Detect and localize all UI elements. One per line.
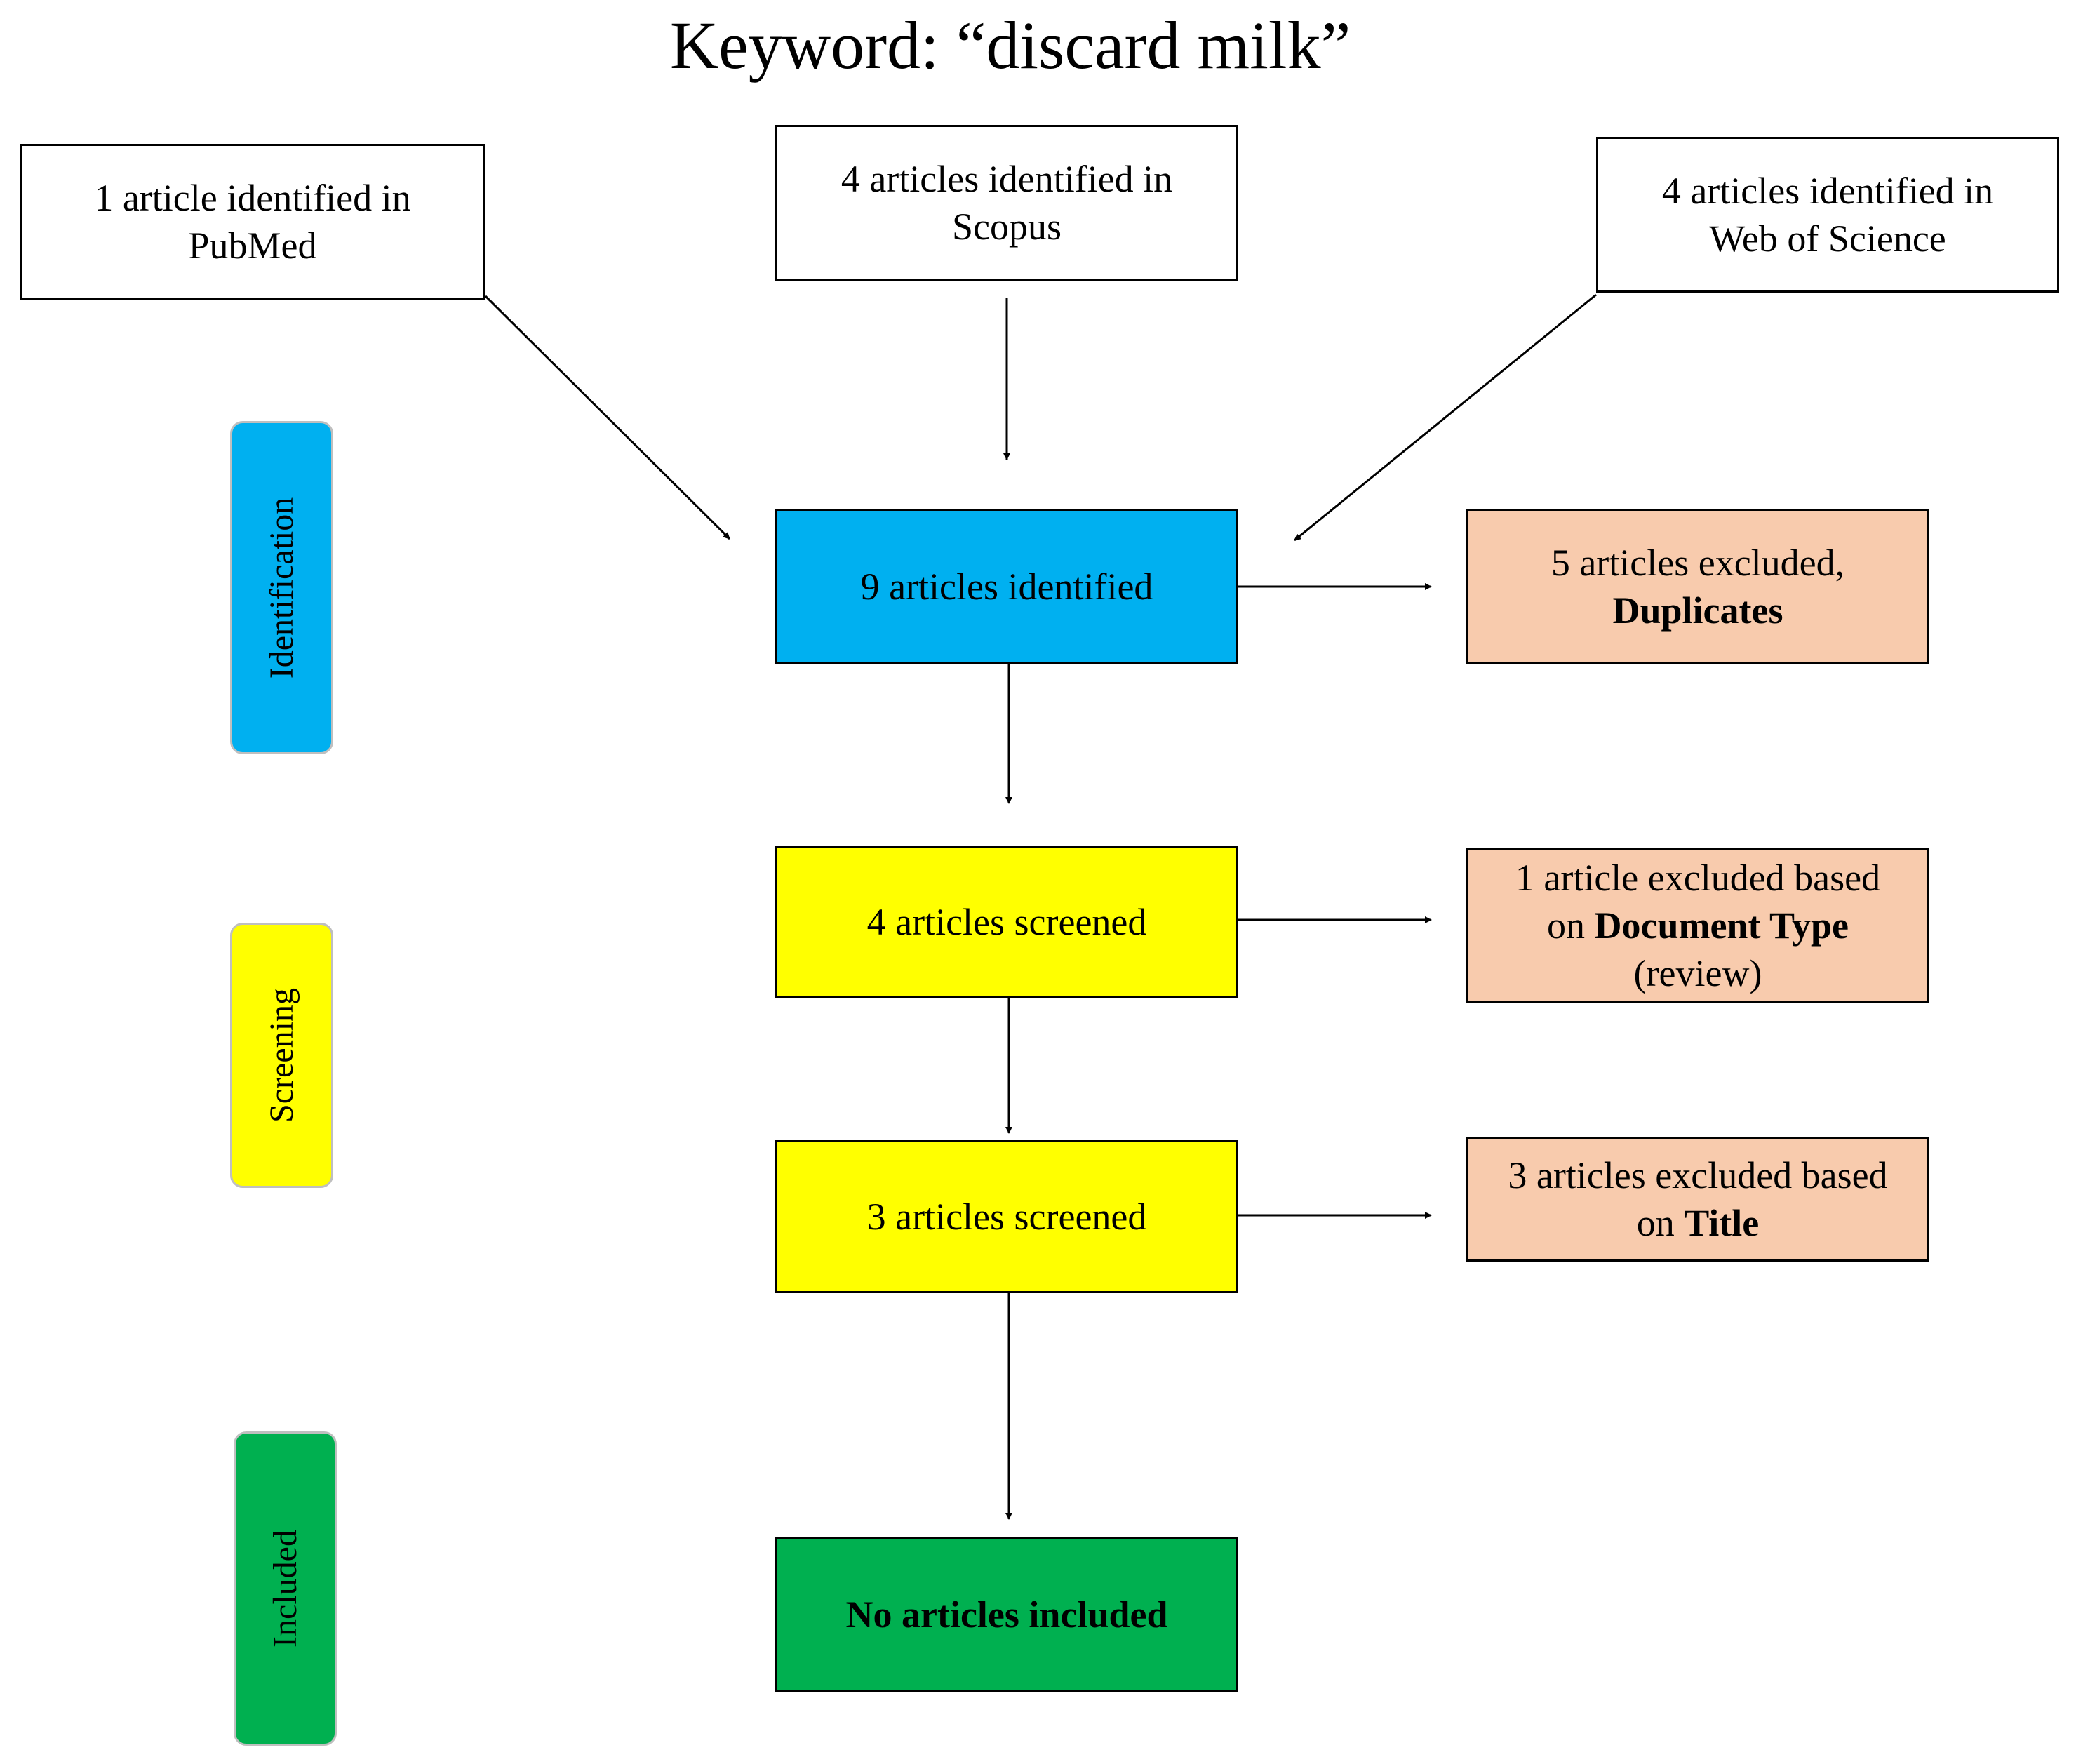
included-label: No articles included <box>845 1593 1168 1636</box>
wos-line-1: 4 articles identified in <box>1661 170 1994 212</box>
excluded-title-box: 3 articles excluded based on Title <box>1466 1137 1929 1262</box>
screened-2-label: 3 articles screened <box>866 1196 1147 1238</box>
scopus-line-1: 4 articles identified in <box>841 158 1173 200</box>
doctype-bold: Document Type <box>1594 904 1849 947</box>
doctype-line-1: 1 article excluded based <box>1515 857 1881 899</box>
pubmed-line-1: 1 article identified in <box>94 177 411 219</box>
arrow-pubmed-to-identified <box>484 295 731 540</box>
screened-box-2: 3 articles screened <box>775 1140 1238 1293</box>
duplicates-bold: Duplicates <box>1612 589 1783 632</box>
title-excl-bold: Title <box>1684 1202 1760 1244</box>
stage-identification: Identification <box>230 421 333 754</box>
doctype-line-3: (review) <box>1633 952 1762 994</box>
identified-box: 9 articles identified <box>775 509 1238 664</box>
included-box: No articles included <box>775 1537 1238 1692</box>
title-excl-pre: on <box>1636 1202 1685 1244</box>
excluded-document-type-box: 1 article excluded based on Document Typ… <box>1466 848 1929 1003</box>
pubmed-source-box: 1 article identified in PubMed <box>20 144 485 300</box>
arrow-wos-to-identified <box>1294 293 1597 542</box>
stage-included: Included <box>234 1431 337 1746</box>
page-title: Keyword: “discard milk” <box>669 8 1351 83</box>
pubmed-line-2: PubMed <box>188 225 317 267</box>
screened-box-1: 4 articles screened <box>775 846 1238 998</box>
doctype-line-2: on Document Type <box>1515 902 1880 949</box>
identified-label: 9 articles identified <box>860 566 1153 608</box>
scopus-source-box: 4 articles identified in Scopus <box>775 125 1238 281</box>
wos-line-2: Web of Science <box>1709 218 1946 260</box>
scopus-line-2: Scopus <box>951 206 1062 248</box>
excluded-duplicates-box: 5 articles excluded, Duplicates <box>1466 509 1929 664</box>
web-of-science-source-box: 4 articles identified in Web of Science <box>1596 137 2059 293</box>
stage-screening: Screening <box>230 923 333 1188</box>
screened-1-label: 4 articles screened <box>866 901 1147 943</box>
title-excl-line-1: 3 articles excluded based <box>1508 1154 1888 1196</box>
title-excl-line-2: on Title <box>1508 1199 1887 1247</box>
doctype-pre: on <box>1546 904 1595 947</box>
duplicates-line-1: 5 articles excluded, <box>1551 542 1845 584</box>
